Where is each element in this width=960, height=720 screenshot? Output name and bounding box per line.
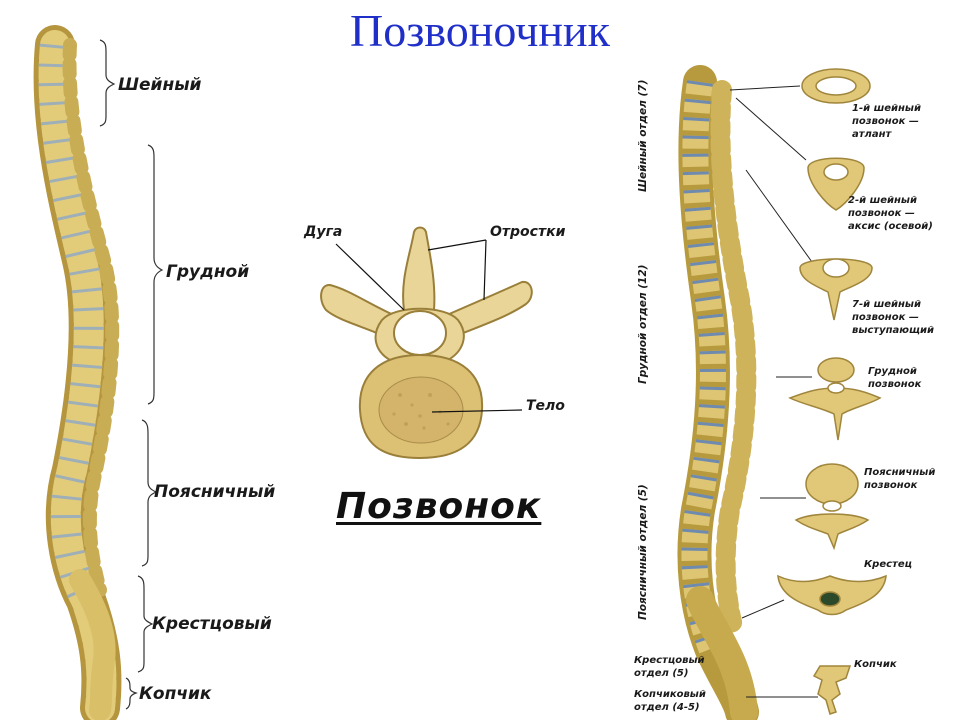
center-leader-lines bbox=[335, 239, 523, 413]
section-label-coccyx: Копчик bbox=[139, 684, 212, 704]
caption-atlas: 1-й шейный позвонок — атлант bbox=[852, 103, 921, 140]
right-vertebra-icons bbox=[777, 68, 887, 715]
right-label-cervical: Шейный отдел (7) bbox=[637, 79, 649, 192]
page-title: Позвоночник bbox=[350, 5, 610, 56]
label-body: Тело bbox=[526, 398, 565, 414]
label-processes: Отростки bbox=[490, 224, 566, 240]
section-label-thoracic: Грудной bbox=[166, 262, 250, 282]
thoracic-vertebra bbox=[788, 357, 882, 441]
caption-axis: 2-й шейный позвонок — аксис (осевой) bbox=[848, 195, 933, 232]
left-spine-side-view bbox=[33, 25, 122, 720]
atlas-vertebra bbox=[801, 68, 871, 104]
center-vertebra bbox=[320, 226, 533, 460]
right-spine-rear-view bbox=[677, 65, 759, 720]
vertebra-prominens bbox=[799, 258, 873, 321]
left-brackets bbox=[99, 39, 164, 710]
vertebra-heading: Позвонок bbox=[336, 486, 542, 527]
right-label-sacral: Крестцовый отдел (5) bbox=[634, 655, 705, 679]
sacrum bbox=[777, 574, 887, 616]
axis-vertebra bbox=[807, 157, 865, 211]
lumbar-vertebra bbox=[794, 463, 870, 551]
right-leader-lines bbox=[729, 85, 818, 698]
caption-prominens: 7-й шейный позвонок — выступающий bbox=[852, 299, 935, 336]
section-label-lumbar: Поясничный bbox=[154, 482, 276, 502]
caption-thoracic: Грудной позвонок bbox=[868, 366, 922, 390]
right-label-coccygeal: Копчиковый отдел (4-5) bbox=[634, 689, 706, 713]
section-label-cervical: Шейный bbox=[118, 75, 202, 95]
caption-lumbar: Поясничный позвонок bbox=[864, 467, 936, 491]
label-arch: Дуга bbox=[304, 224, 343, 240]
caption-sacrum: Крестец bbox=[864, 559, 913, 570]
right-label-thoracic: Грудной отдел (12) bbox=[637, 264, 649, 384]
coccyx bbox=[812, 665, 852, 715]
right-label-lumbar: Поясничный отдел (5) bbox=[637, 484, 649, 620]
caption-coccyx: Копчик bbox=[854, 659, 897, 670]
section-label-sacral: Крестцовый bbox=[152, 614, 272, 634]
